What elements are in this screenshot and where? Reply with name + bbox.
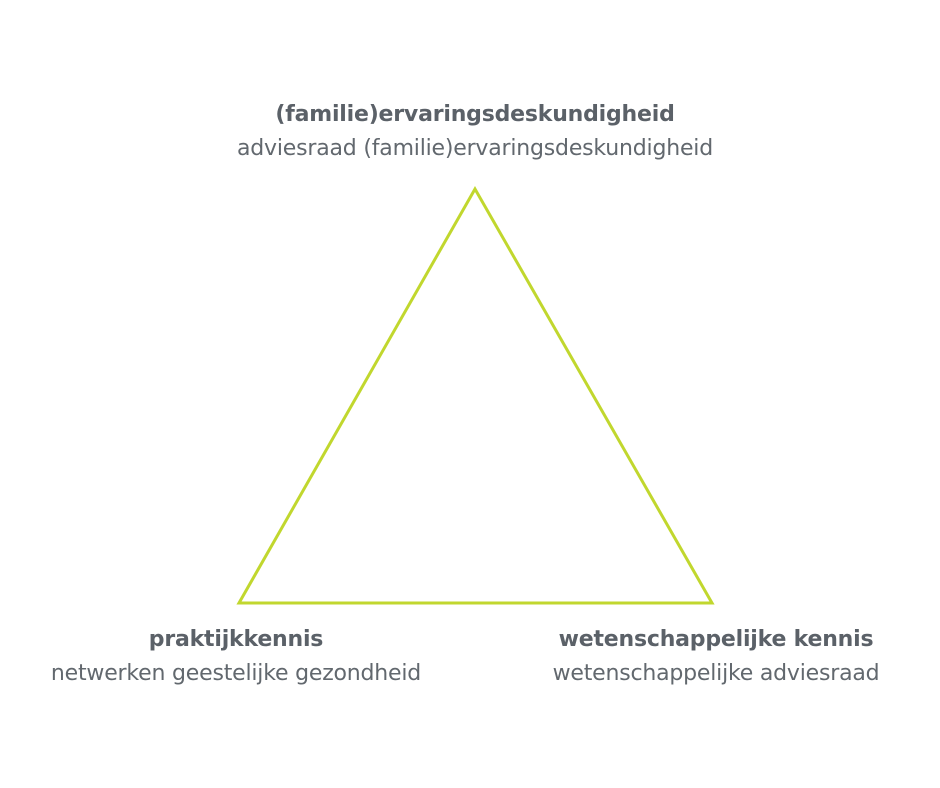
vertex-subtitle-bottom-left: netwerken geestelijke gezondheid <box>50 661 422 686</box>
triangle-outline <box>236 185 715 605</box>
vertex-title-bottom-right: wetenschappelijke kennis <box>558 627 874 652</box>
vertex-label-top: (familie)ervaringsdeskundigheid adviesra… <box>0 98 940 166</box>
vertex-subtitle-bottom-right: wetenschappelijke adviesraad <box>552 661 880 686</box>
vertex-label-bottom-right: wetenschappelijke kennis wetenschappelij… <box>536 623 896 691</box>
vertex-label-bottom-left: praktijkkennis netwerken geestelijke gez… <box>36 623 436 691</box>
vertex-title-bottom-left: praktijkkennis <box>148 627 324 652</box>
vertex-title-top: (familie)ervaringsdeskundigheid <box>275 102 675 127</box>
vertex-subtitle-top: adviesraad (familie)ervaringsdeskundighe… <box>237 136 713 161</box>
